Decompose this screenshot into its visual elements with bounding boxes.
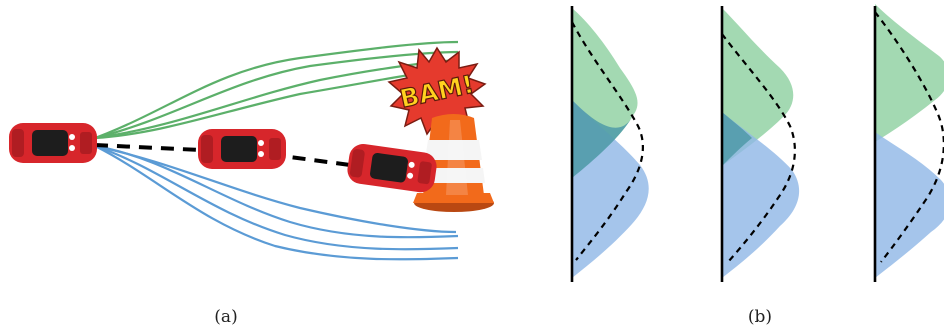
caption-a: (a) — [214, 307, 237, 325]
car-icon-2 — [198, 129, 286, 169]
density-plot-3 — [875, 4, 944, 282]
caption-b: (b) — [748, 307, 772, 325]
panel-a: BAM! — [9, 42, 494, 325]
density-plot-2 — [722, 6, 799, 282]
car-icon-3 — [346, 142, 439, 194]
density-plot-1 — [572, 6, 649, 282]
car-icon-1 — [9, 123, 97, 163]
panel-b: (b) — [572, 4, 944, 325]
